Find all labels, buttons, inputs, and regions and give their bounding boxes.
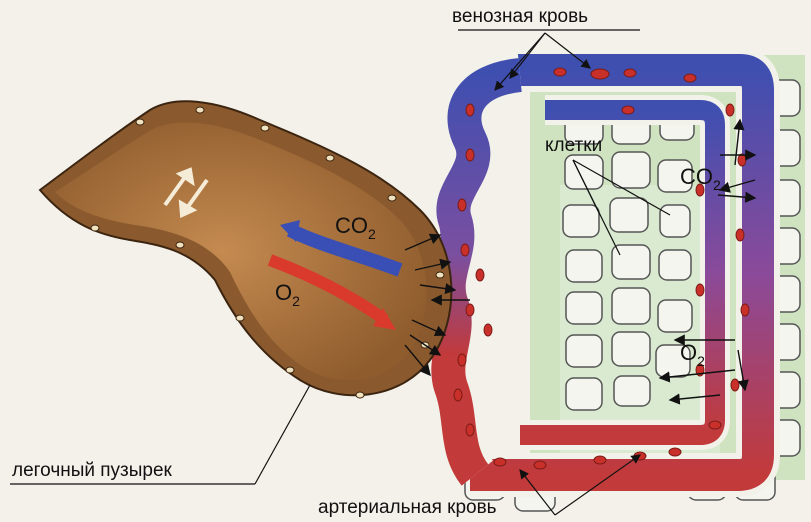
red-blood-cell bbox=[731, 379, 739, 391]
red-blood-cell bbox=[534, 461, 546, 469]
tissue-cell bbox=[614, 376, 650, 406]
wall-cell-nucleus bbox=[356, 392, 364, 398]
wall-cell-nucleus bbox=[236, 315, 244, 321]
tissue-cell bbox=[612, 332, 650, 366]
wall-cell-nucleus bbox=[436, 272, 444, 278]
red-blood-cell bbox=[709, 421, 721, 429]
wall-cell-nucleus bbox=[176, 242, 184, 248]
red-blood-cell bbox=[466, 424, 474, 436]
red-blood-cell bbox=[466, 304, 474, 316]
tissue-cell bbox=[610, 198, 648, 232]
wall-cell-nucleus bbox=[91, 225, 99, 231]
red-blood-cell bbox=[738, 154, 746, 166]
cells-label: клетки bbox=[545, 135, 602, 157]
arterial-blood-label: артериальная кровь bbox=[318, 497, 497, 519]
red-blood-cell bbox=[594, 456, 606, 464]
red-blood-cell bbox=[736, 229, 744, 241]
wall-cell-nucleus bbox=[286, 367, 294, 373]
venous-blood-label: венозная кровь bbox=[452, 6, 588, 28]
red-blood-cell bbox=[624, 69, 636, 77]
red-blood-cell bbox=[684, 74, 696, 82]
tissue-cell bbox=[565, 155, 603, 189]
red-blood-cell bbox=[454, 389, 462, 401]
red-blood-cell bbox=[634, 452, 646, 460]
red-blood-cell bbox=[458, 199, 466, 211]
wall-cell-nucleus bbox=[261, 125, 269, 131]
red-blood-cell bbox=[494, 458, 506, 466]
alveolus-label: легочный пузырек bbox=[12, 460, 172, 482]
tissue-cell bbox=[566, 378, 602, 410]
red-blood-cell bbox=[741, 304, 749, 316]
red-blood-cell bbox=[458, 354, 466, 366]
tissue-cell bbox=[660, 205, 690, 237]
tissue-cell bbox=[566, 292, 602, 324]
tissue-cell bbox=[659, 250, 691, 280]
red-blood-cell bbox=[622, 106, 634, 114]
tissue-cell bbox=[566, 250, 602, 282]
red-blood-cell bbox=[466, 104, 474, 116]
red-blood-cell bbox=[466, 149, 474, 161]
red-blood-cell bbox=[476, 269, 484, 281]
wall-cell-nucleus bbox=[136, 119, 144, 125]
red-blood-cell bbox=[591, 69, 609, 79]
red-blood-cell bbox=[696, 284, 704, 296]
red-blood-cell bbox=[484, 324, 492, 336]
tissue-cell bbox=[658, 300, 692, 332]
tissue-cell bbox=[612, 288, 650, 324]
tissue-cell bbox=[612, 152, 650, 188]
tissue-cell bbox=[566, 335, 602, 367]
wall-cell-nucleus bbox=[388, 195, 396, 201]
red-blood-cell bbox=[669, 448, 681, 456]
red-blood-cell bbox=[461, 244, 469, 256]
wall-cell-nucleus bbox=[326, 155, 334, 161]
red-blood-cell bbox=[554, 68, 566, 76]
tissue-cell bbox=[563, 205, 599, 237]
wall-cell-nucleus bbox=[196, 107, 204, 113]
red-blood-cell bbox=[726, 104, 734, 116]
